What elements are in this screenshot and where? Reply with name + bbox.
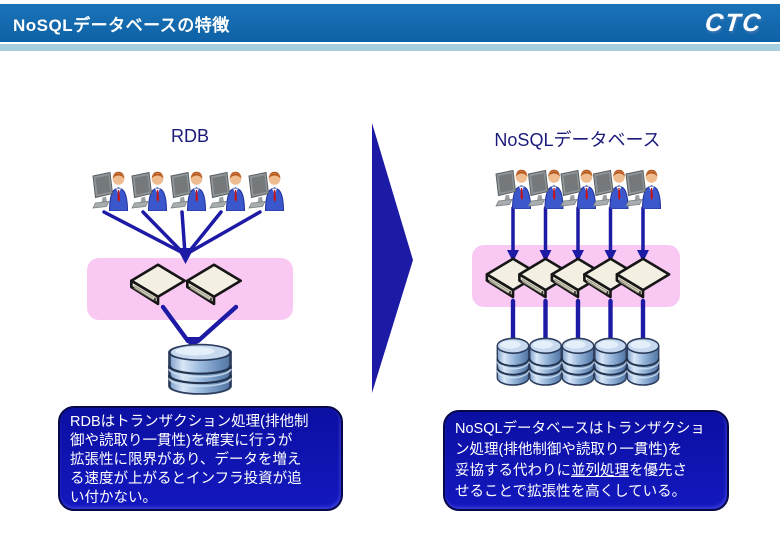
header-bar: NoSQLデータベースの特徴 CTC (0, 4, 780, 44)
database-cylinder-icon (593, 337, 628, 386)
rdb-caption-box: RDBはトランザクション処理(排他制 御や読取り一貫性)を確実に行うが 拡張性に… (58, 406, 343, 511)
user-at-workstation-icon (528, 169, 564, 209)
user-at-workstation-icon (170, 171, 206, 211)
user-at-workstation-icon (560, 169, 596, 209)
nosql-diagram (472, 169, 680, 386)
page-title: NoSQLデータベースの特徴 (13, 15, 230, 35)
rdb-diagram (87, 171, 293, 395)
user-at-workstation-icon (92, 171, 128, 211)
database-cylinder-icon (167, 343, 233, 395)
nosql-users (495, 169, 661, 209)
user-at-workstation-icon (248, 171, 284, 211)
rdb-diagram-title: RDB (170, 126, 209, 146)
rdb-users (92, 171, 284, 211)
user-at-workstation-icon (593, 169, 629, 209)
arrowhead-icon (539, 250, 552, 262)
arrowhead-icon (177, 248, 194, 264)
user-at-workstation-icon (625, 169, 661, 209)
nosql-caption-text-underlined: 並列処理 (571, 463, 629, 479)
nosql-caption-text-post: を優先さ せることで拡張性を高くしている。 (455, 463, 687, 500)
user-at-workstation-icon (495, 169, 531, 209)
database-cylinder-icon (561, 337, 595, 386)
user-at-workstation-icon (209, 171, 245, 211)
arrowhead-icon (507, 250, 519, 262)
database-cylinder-icon (496, 337, 530, 386)
nosql-caption-text-pre: NoSQLデータベースはトランザクショ ン処理(排他制御や読取り一貫性)を 妥協… (455, 421, 705, 479)
arrowhead-icon (637, 250, 649, 262)
rdb-caption-text: RDBはトランザクション処理(排他制 御や読取り一貫性)を確実に行うが 拡張性に… (70, 414, 309, 506)
nosql-request-arrows (507, 206, 649, 262)
top-white-strip (0, 0, 780, 4)
user-at-workstation-icon (131, 171, 167, 211)
arrowhead-icon (604, 250, 617, 262)
nosql-db-lines (510, 298, 646, 344)
accent-strip (0, 44, 780, 51)
rdb-request-arrows (102, 210, 262, 264)
arrowhead-icon (572, 250, 584, 262)
nosql-diagram-title: NoSQLデータベース (494, 130, 661, 150)
database-cylinder-icon (528, 337, 563, 386)
nosql-caption-box: NoSQLデータベースはトランザクショ ン処理(排他制御や読取り一貫性)を 妥協… (443, 410, 729, 511)
database-cylinder-icon (626, 337, 660, 386)
big-right-arrow-icon (372, 123, 413, 393)
